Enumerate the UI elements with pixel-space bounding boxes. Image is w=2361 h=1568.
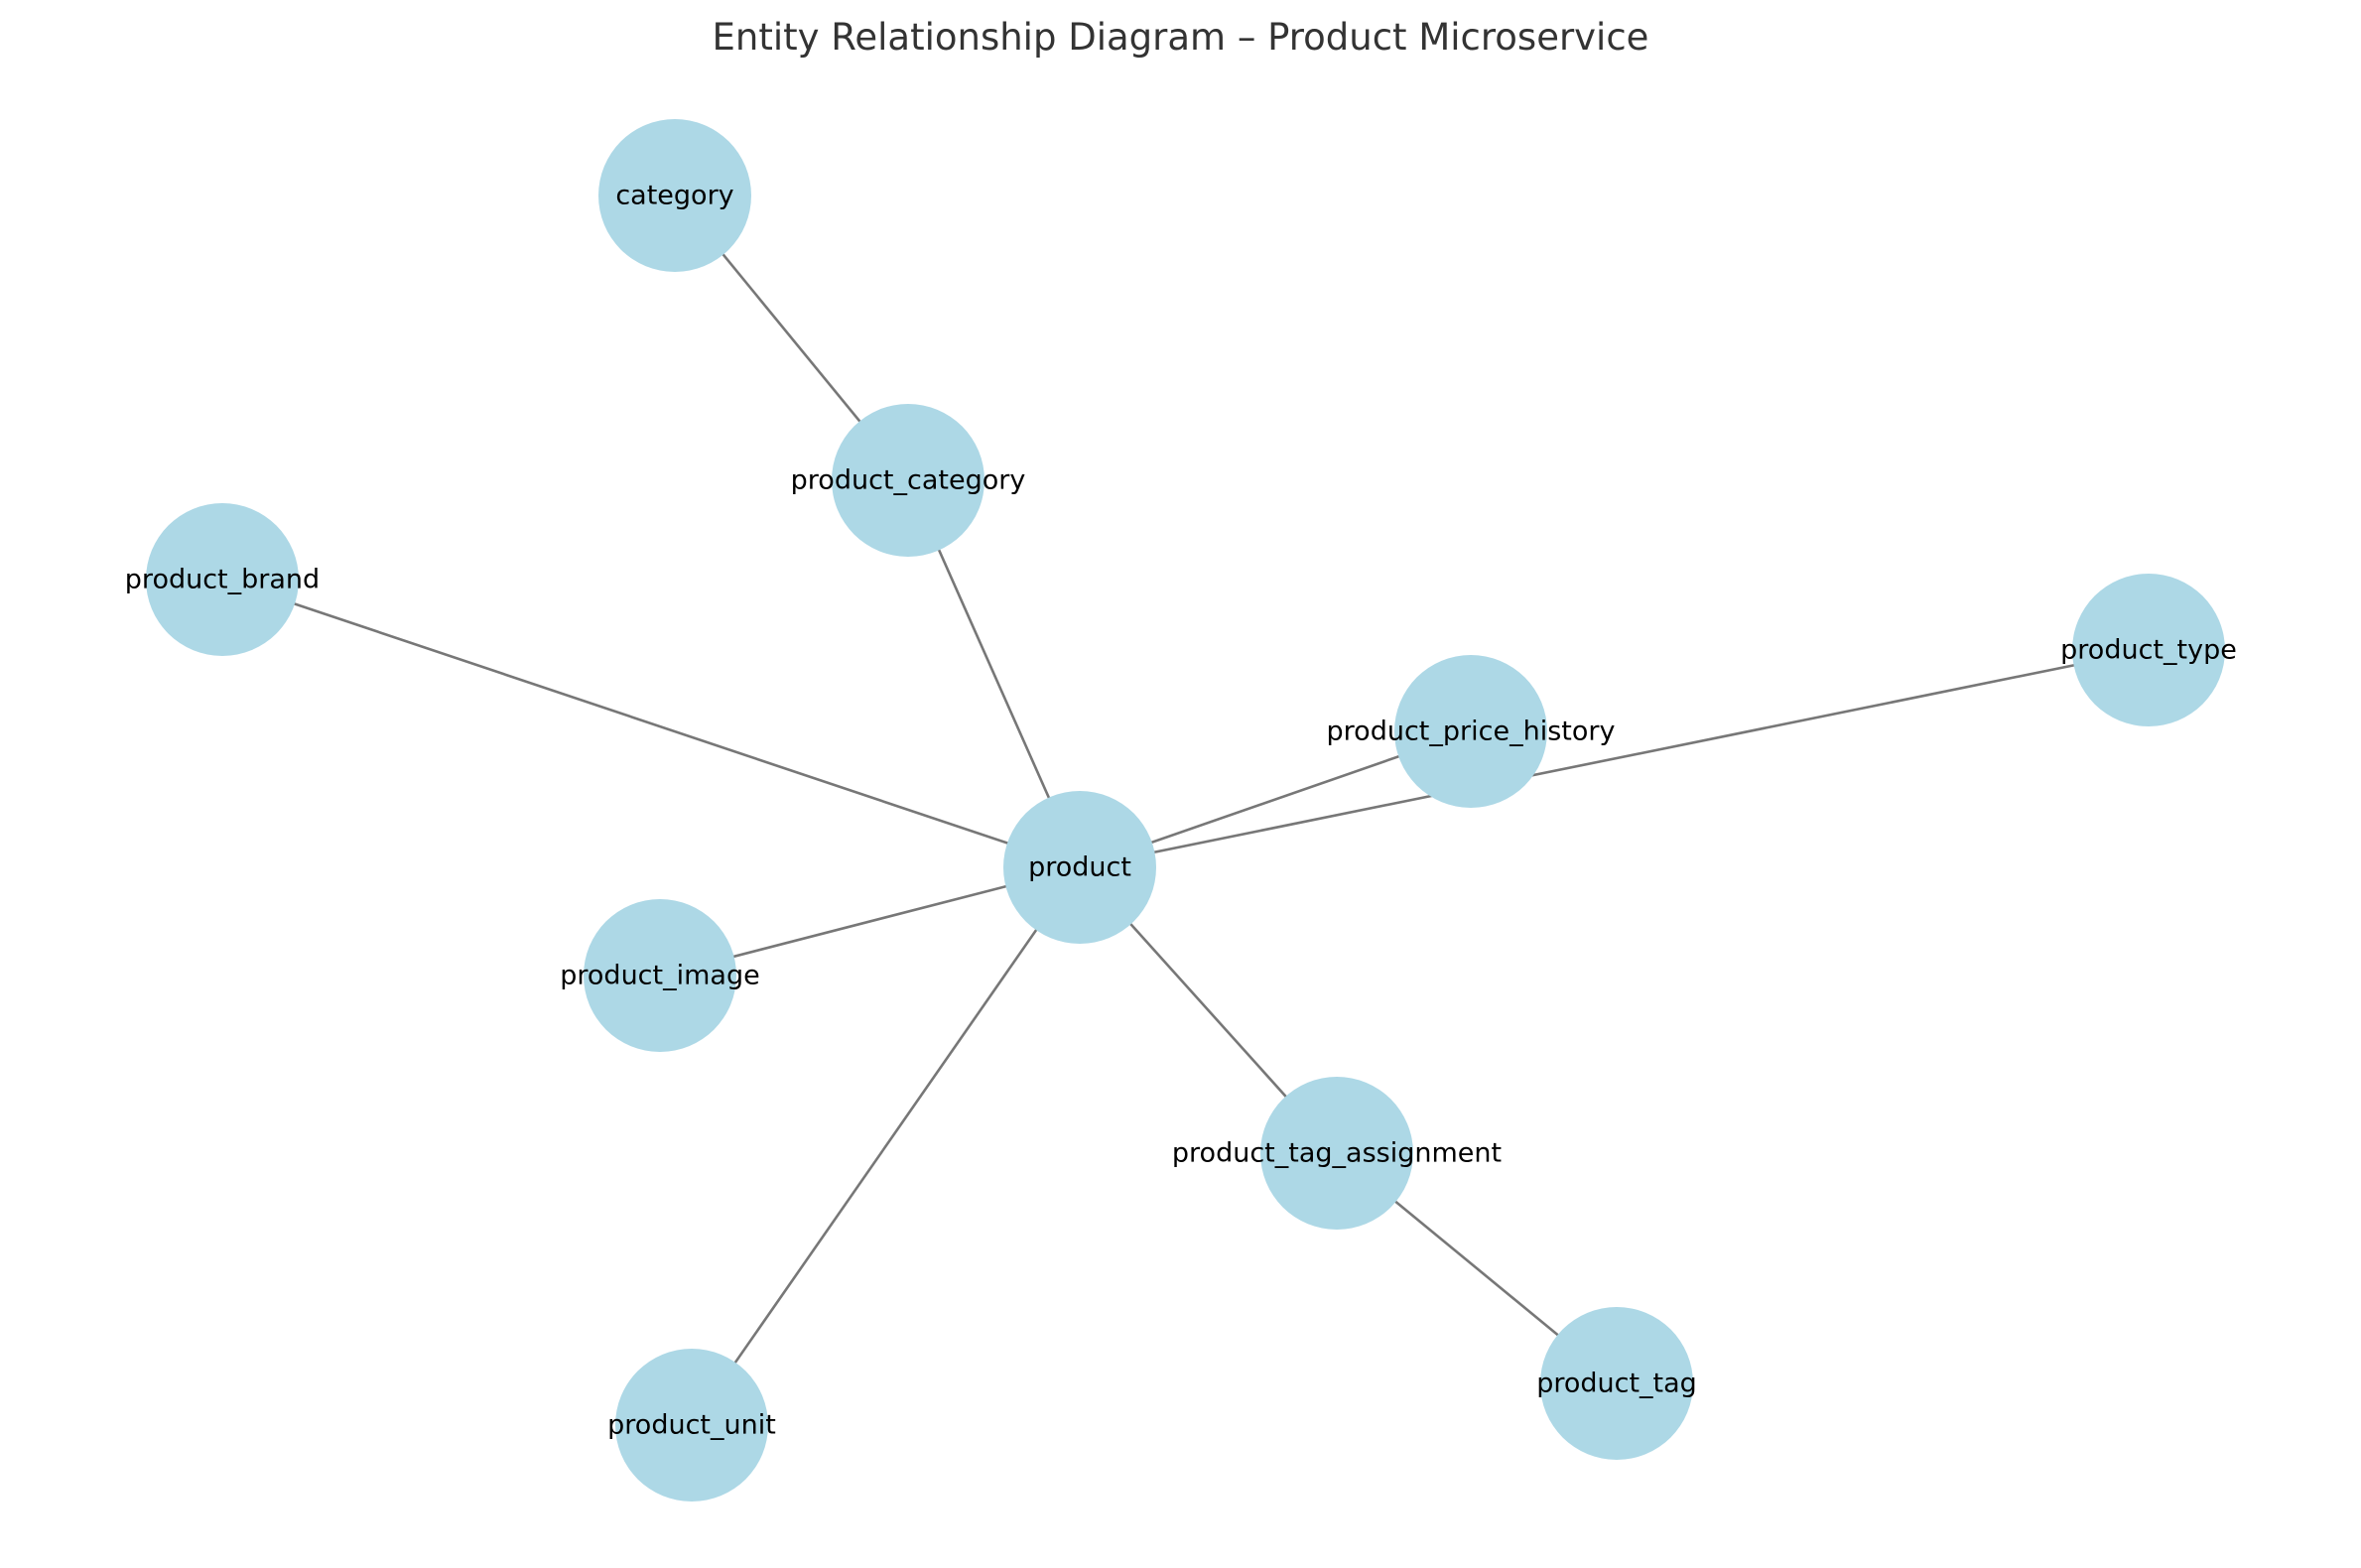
node-label-product_brand: product_brand (125, 565, 320, 595)
node-circle-product (1003, 791, 1156, 944)
diagram-title: Entity Relationship Diagram – Product Mi… (713, 16, 1649, 59)
node-label-category: category (615, 181, 733, 211)
node-circle-product_price_history (1394, 655, 1547, 808)
node-label-product_image: product_image (560, 961, 759, 991)
node-product_image: product_image (560, 899, 760, 1052)
edge-product-product_unit (690, 866, 1082, 1426)
node-label-product_tag_assignment: product_tag_assignment (1172, 1138, 1502, 1169)
node-layer: category product_category product_brandpro… (125, 119, 2237, 1502)
edge-layer (221, 195, 2150, 1426)
node-product_type: product_type (2060, 574, 2237, 726)
node-label-product_type: product_type (2060, 635, 2237, 666)
node-label-product_tag: product_tag (1536, 1369, 1697, 1399)
node-label-product_unit: product_unit (607, 1410, 776, 1441)
node-product_category: product_category (791, 404, 1026, 557)
node-label-product_category: product_category (791, 465, 1026, 496)
node-circle-product_tag (1540, 1307, 1693, 1460)
node-circle-product_image (584, 899, 736, 1052)
node-label-product_price_history: product_price_history (1327, 717, 1616, 747)
node-product_price_history: product_price_history (1327, 655, 1616, 808)
node-product: product (1003, 791, 1156, 944)
node-product_tag_assignment: product_tag_assignment (1172, 1077, 1502, 1230)
edge-product_brand-product (221, 578, 1081, 869)
node-circle-category (598, 119, 751, 272)
node-circle-product_type (2072, 574, 2225, 726)
node-label-product: product (1028, 852, 1131, 883)
node-product_unit: product_unit (607, 1349, 776, 1502)
node-product_tag: product_tag (1536, 1307, 1697, 1460)
node-circle-product_unit (615, 1349, 768, 1502)
node-circle-product_category (832, 404, 984, 557)
node-category: category (598, 119, 751, 272)
node-circle-product_tag_assignment (1260, 1077, 1413, 1230)
node-product_brand: product_brand (125, 503, 320, 656)
node-circle-product_brand (146, 503, 299, 656)
edge-product-product_type (1079, 648, 2150, 869)
